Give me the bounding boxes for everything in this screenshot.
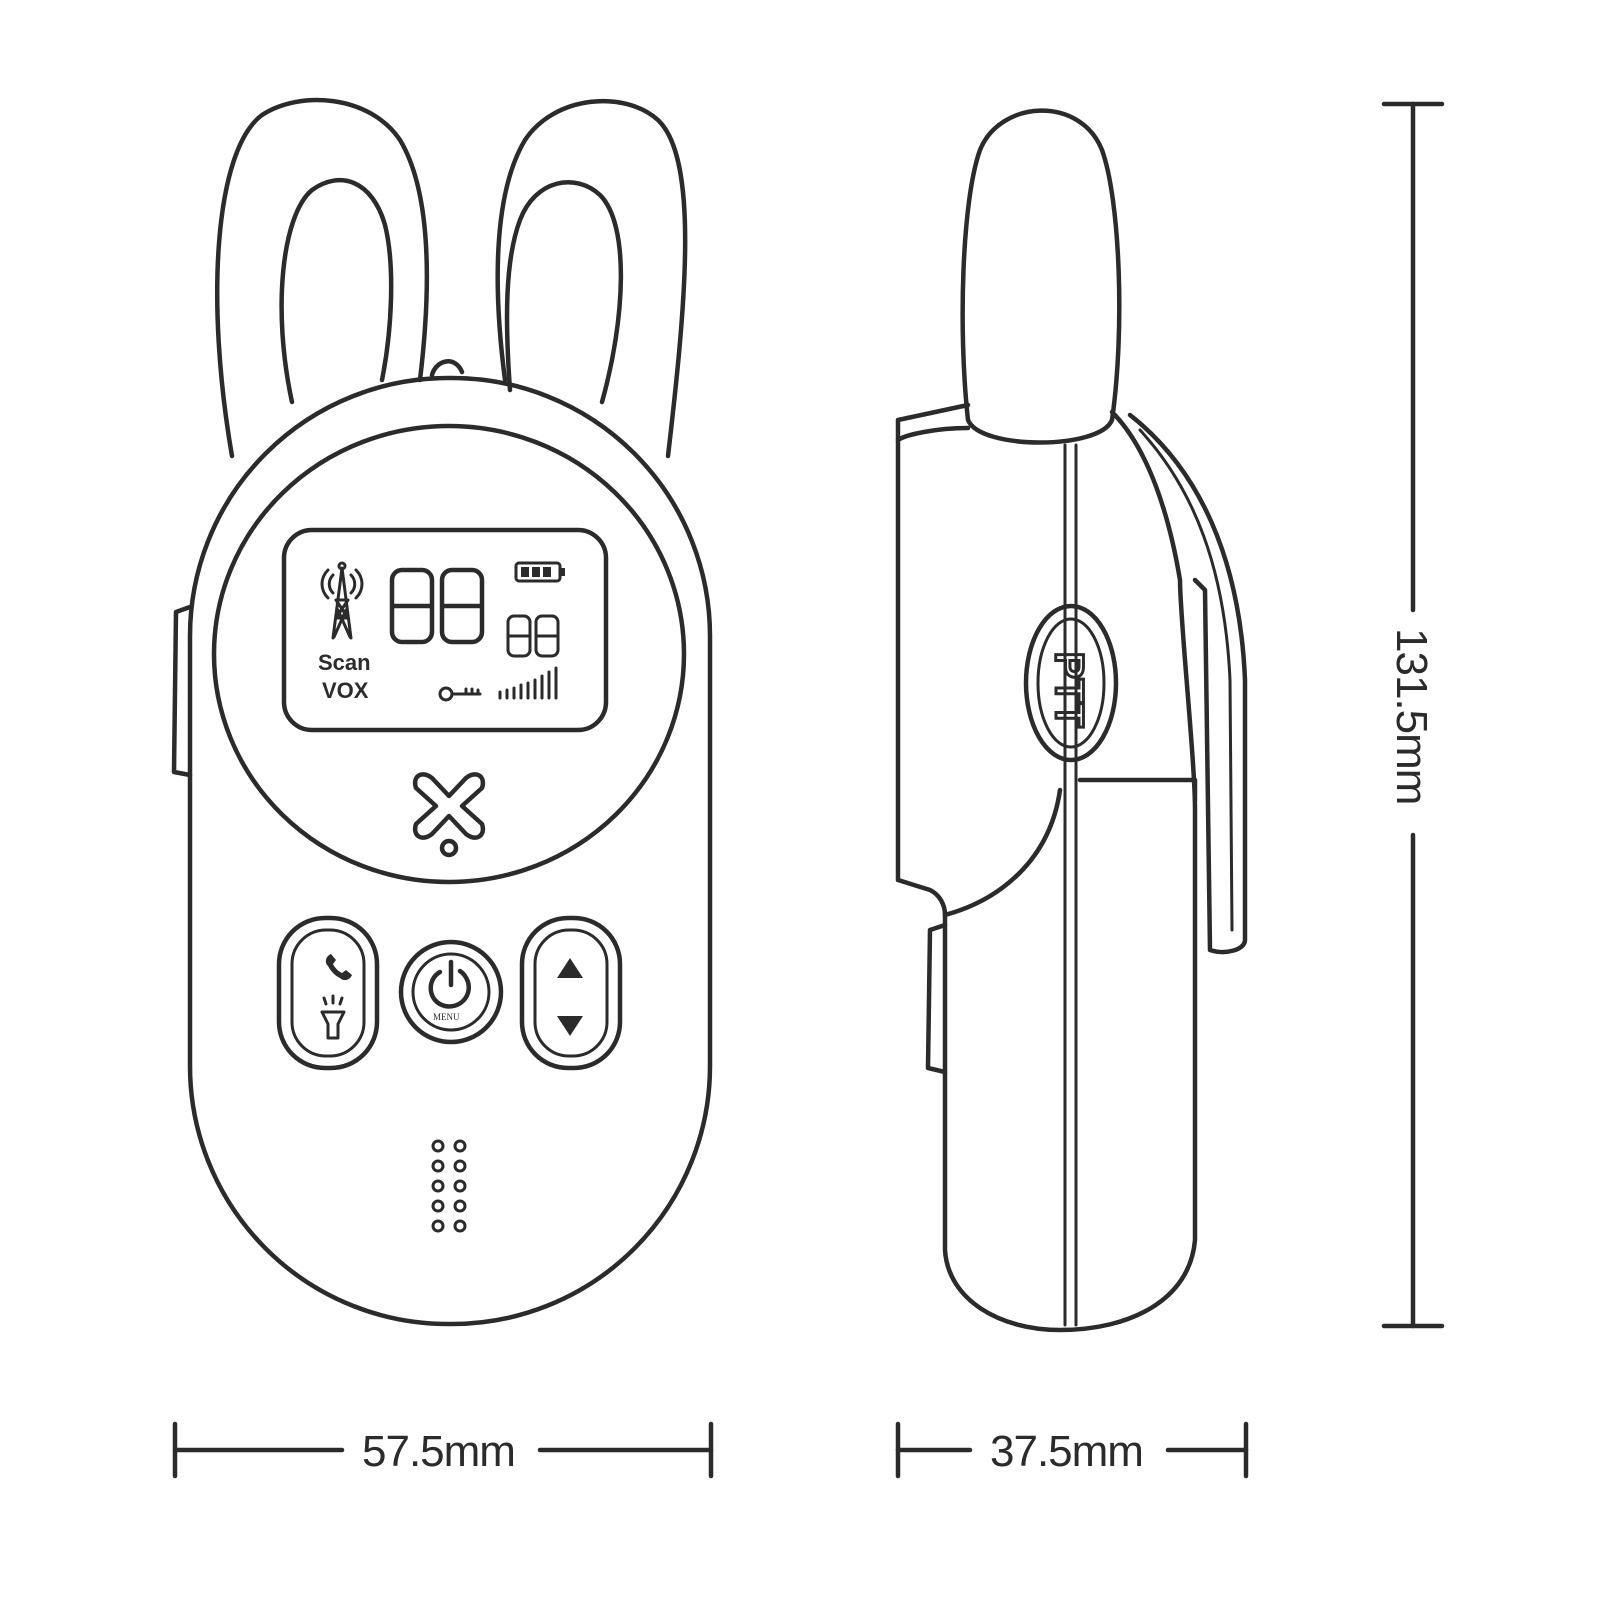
left-ear — [214, 97, 430, 459]
arrow-up-icon — [557, 958, 583, 978]
power-menu-button[interactable]: MENU — [398, 939, 504, 1045]
right-ear — [495, 98, 688, 459]
front-view: Scan VOX 88 88 — [171, 97, 713, 1327]
side-panel-line — [895, 425, 971, 443]
power-icon — [428, 959, 472, 1009]
sub-digits — [506, 614, 560, 658]
brand-logo-icon — [412, 772, 486, 858]
side-button-left — [171, 604, 193, 778]
right-button[interactable] — [519, 915, 623, 1071]
right-ear-inner — [504, 180, 624, 405]
width-dimension: 57.5mm — [172, 1421, 714, 1479]
side-view: PTT — [895, 108, 1248, 1333]
top-nub — [429, 359, 465, 378]
flashlight-icon — [320, 994, 346, 1040]
height-label: 131.5mm — [1387, 628, 1436, 804]
ptt-button[interactable]: PTT — [1023, 603, 1119, 763]
face-circle — [211, 423, 687, 885]
battery-icon — [514, 561, 565, 583]
ptt-label: PTT — [1047, 652, 1091, 728]
left-ear-inner — [279, 178, 394, 405]
vox-label: VOX — [322, 678, 369, 703]
side-contour — [942, 777, 1198, 918]
side-button-lower — [925, 922, 948, 1075]
channel-digits — [389, 567, 485, 645]
side-ear — [960, 108, 1122, 445]
arrow-down-icon — [557, 1016, 583, 1036]
depth-dimension: 37.5mm — [895, 1421, 1249, 1479]
side-body — [895, 402, 1198, 1333]
belt-clip — [1127, 412, 1248, 955]
height-dimension: 131.5mm — [1381, 101, 1445, 1329]
left-button[interactable] — [276, 915, 380, 1071]
phone-icon — [325, 954, 352, 981]
width-label: 57.5mm — [362, 1427, 515, 1476]
antenna-tower-icon — [320, 561, 364, 640]
scan-label: Scan — [318, 650, 371, 675]
speaker-grille — [431, 1139, 467, 1233]
signal-bars-icon — [498, 666, 558, 700]
depth-label: 37.5mm — [990, 1427, 1143, 1476]
belt-clip-inner — [1138, 428, 1234, 932]
key-lock-icon — [438, 686, 482, 702]
device-body — [187, 375, 713, 1327]
lcd-screen — [281, 527, 609, 733]
menu-label: MENU — [433, 1012, 460, 1022]
